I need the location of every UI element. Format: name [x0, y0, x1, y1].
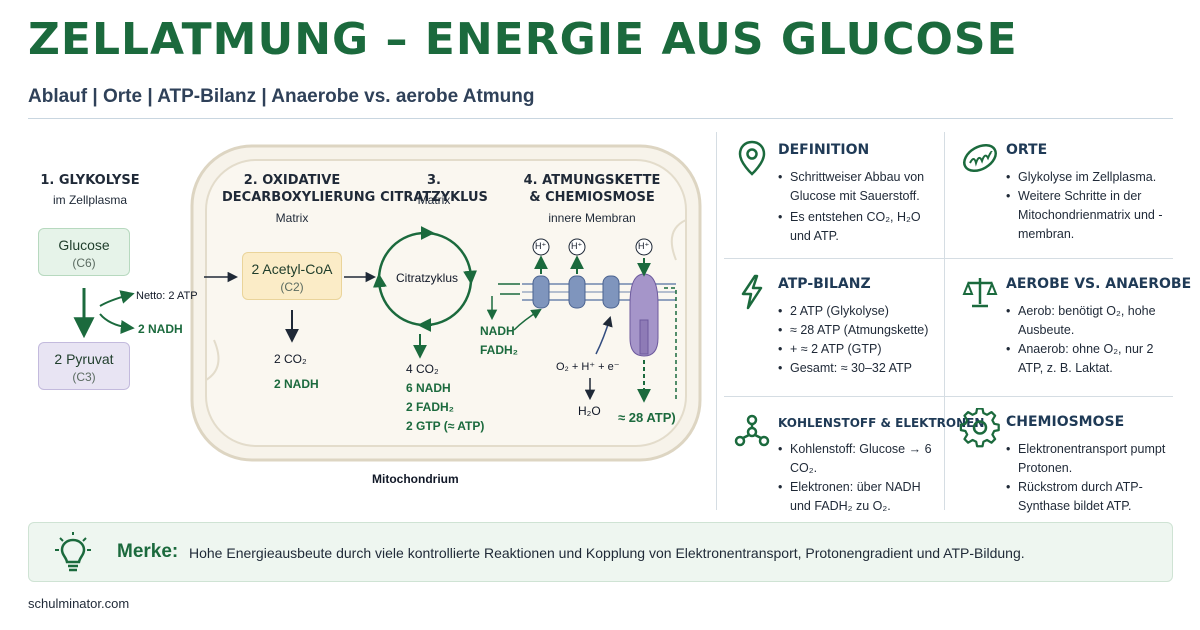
mitochondrion-label: Mitochondrium: [372, 472, 459, 486]
grid-divider-row-2: [724, 396, 1173, 397]
card-kohlenstoff-list: Kohlenstoff: Glucose → 6 CO₂. Elektronen…: [778, 440, 944, 516]
stage-location-glycolysis: im Zellplasma: [52, 193, 127, 207]
footer-site: schulminator.com: [28, 596, 130, 611]
chain-input-fadh2: FADH₂: [480, 343, 518, 357]
mitochondrion-icon: [963, 143, 997, 173]
stage-heading-respiratory-chain: 4. ATMUNGSKETTE & CHEMIOSMOSE: [523, 173, 661, 205]
chain-inputs: NADH FADH₂: [480, 322, 518, 360]
acetyl-coa-formula: (C2): [280, 280, 304, 294]
card-definition-list: Schrittweiser Abbau von Glucose mit Saue…: [778, 168, 938, 246]
gear-icon: [959, 408, 1000, 448]
oxdec-products: 2 CO₂ 2 NADH: [274, 350, 319, 394]
card-aerob-anaerob-title: AEROBE VS. ANAEROBE: [1006, 276, 1192, 292]
card-kohlenstoff-item: Kohlenstoff: Glucose → 6 CO₂.: [778, 440, 944, 478]
pathway-diagram-graphics: [73, 144, 702, 462]
card-orte: ORTE Glykolyse im Zellplasma. Weitere Sc…: [958, 136, 1173, 256]
glucose-formula: (C6): [72, 256, 96, 270]
page-title: ZELLATMUNG – ENERGIE AUS GLUCOSE: [28, 14, 1018, 65]
balance-scale-icon: [962, 278, 998, 308]
card-kohlenstoff-title: KOHLENSTOFF & ELEKTRONEN: [778, 416, 985, 430]
citrate-cycle-ring: [372, 226, 478, 332]
card-atp-bilanz-list: 2 ATP (Glykolyse) ≈ 28 ATP (Atmungskette…: [778, 302, 948, 378]
stage-heading-oxidative-decarboxylation: 2. OXIDATIVE DECARBOXYLIERUNG: [222, 173, 376, 205]
card-atp-bilanz-title: ATP-BILANZ: [778, 276, 871, 292]
card-orte-item: Weitere Schritte in der Mitochondrienmat…: [1006, 187, 1166, 244]
mitochondrion-shape: [190, 144, 702, 462]
proton-label-1: H⁺: [535, 241, 547, 251]
stage-heading-citrate-cycle: 3. CITRATZYKLUS: [380, 173, 488, 205]
grid-divider-row-1: [724, 258, 1173, 259]
card-orte-list: Glykolyse im Zellplasma. Weitere Schritt…: [1006, 168, 1166, 244]
stage-location-respiratory-chain: innere Membran: [548, 211, 636, 225]
citrate-product-co2: 4 CO₂: [406, 362, 439, 376]
acetyl-coa-name: 2 Acetyl-CoA: [251, 261, 333, 277]
card-definition-title: DEFINITION: [778, 142, 870, 158]
card-aerob-anaerob-list: Aerob: benötigt O₂, hohe Ausbeute. Anaer…: [1006, 302, 1166, 378]
card-kohlenstoff: KOHLENSTOFF & ELEKTRONEN Kohlenstoff: Gl…: [730, 408, 984, 518]
pyruvate-formula: (C3): [72, 370, 96, 384]
molecule-icon: [734, 414, 770, 447]
card-chemiosmose-item: Rückstrom durch ATP-Synthase bildet ATP.: [1006, 478, 1172, 516]
citrate-product-gtp: 2 GTP (≈ ATP): [406, 419, 485, 433]
card-chemiosmose-title: CHEMIOSMOSE: [1006, 414, 1125, 430]
proton-label-2: H⁺: [571, 241, 583, 251]
card-chemiosmose-list: Elektronentransport pumpt Protonen. Rück…: [1006, 440, 1172, 516]
chain-input-nadh: NADH: [480, 324, 515, 338]
card-definition-item: Schrittweiser Abbau von Glucose mit Saue…: [778, 168, 938, 206]
card-definition-item: Es entstehen CO₂, H₂O und ATP.: [778, 208, 938, 246]
citrate-product-nadh: 6 NADH: [406, 381, 451, 395]
card-atp-bilanz-item: 2 ATP (Glykolyse): [778, 302, 948, 321]
proton-label-3: H⁺: [638, 241, 650, 251]
card-atp-bilanz-item: ≈ 28 ATP (Atmungskette): [778, 321, 948, 340]
lightbulb-icon: [55, 532, 91, 572]
pyruvate-box: 2 Pyruvat (C3): [38, 342, 130, 390]
water-label: H₂O: [578, 404, 601, 418]
citrate-cycle-label: Citratzyklus: [396, 271, 459, 285]
merke-label: Merke:: [117, 541, 179, 562]
merke-box: Merke: Hohe Energieausbeute durch viele …: [28, 522, 1173, 582]
oxdec-product-nadh: 2 NADH: [274, 377, 319, 391]
grid-divider-left: [716, 132, 717, 510]
card-aerob-anaerob-item: Aerob: benötigt O₂, hohe Ausbeute.: [1006, 302, 1166, 340]
glycolysis-nadh-label: 2 NADH: [138, 322, 183, 336]
card-atp-bilanz-item: Gesamt: ≈ 30–32 ATP: [778, 359, 948, 378]
card-aerob-anaerob: AEROBE VS. ANAEROBE Aerob: benötigt O₂, …: [958, 270, 1191, 394]
lightning-icon: [741, 274, 763, 310]
citrate-products: 4 CO₂ 6 NADH 2 FADH₂ 2 GTP (≈ ATP): [406, 360, 484, 436]
location-pin-icon: [738, 140, 766, 176]
inner-membrane: [522, 273, 676, 357]
card-chemiosmose: CHEMIOSMOSE Elektronentransport pumpt Pr…: [958, 408, 1173, 518]
glucose-name: Glucose: [58, 237, 110, 253]
header-divider: [28, 118, 1173, 119]
card-orte-item: Glykolyse im Zellplasma.: [1006, 168, 1166, 187]
glucose-box: Glucose (C6): [38, 228, 130, 276]
card-kohlenstoff-item: Elektronen: über NADH und FADH₂ zu O₂.: [778, 478, 944, 516]
stage-location-citrate-cycle: Matrix: [417, 193, 451, 207]
oxdec-product-co2: 2 CO₂: [274, 352, 307, 366]
card-atp-bilanz-item: + ≈ 2 ATP (GTP): [778, 340, 948, 359]
chain-atp-label: ≈ 28 ATP): [618, 410, 676, 425]
glycolysis-atp-label: Netto: 2 ATP: [136, 290, 198, 302]
card-definition: DEFINITION Schrittweiser Abbau von Gluco…: [730, 136, 938, 256]
card-aerob-anaerob-item: Anaerob: ohne O₂, nur 2 ATP, z. B. Lakta…: [1006, 340, 1166, 378]
card-orte-title: ORTE: [1006, 142, 1048, 158]
acetyl-coa-box: 2 Acetyl-CoA (C2): [242, 252, 342, 300]
stage-heading-glycolysis: 1. GLYKOLYSE: [40, 173, 140, 188]
card-chemiosmose-item: Elektronentransport pumpt Protonen.: [1006, 440, 1172, 478]
oxygen-reaction-label: O₂ + H⁺ + e⁻: [556, 361, 620, 373]
citrate-product-fadh2: 2 FADH₂: [406, 400, 455, 414]
card-atp-bilanz: ATP-BILANZ 2 ATP (Glykolyse) ≈ 28 ATP (A…: [730, 270, 938, 394]
merke-text: Hohe Energieausbeute durch viele kontrol…: [189, 545, 1025, 561]
pyruvate-name: 2 Pyruvat: [54, 351, 114, 367]
stage-location-oxidative-decarboxylation: Matrix: [275, 211, 309, 225]
page-subtitle: Ablauf | Orte | ATP-Bilanz | Anaerobe vs…: [28, 86, 535, 107]
